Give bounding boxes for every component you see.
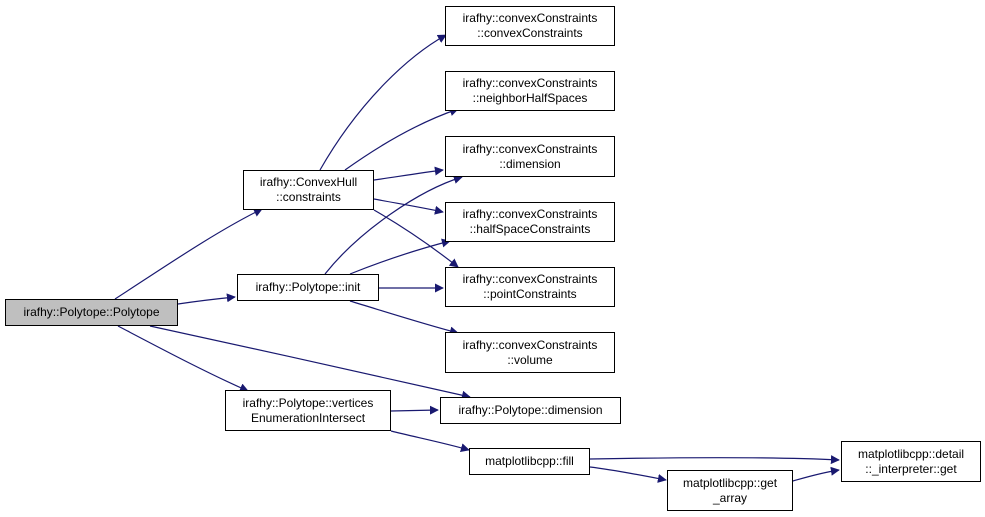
node-polytope-constructor: irafhy::Polytope::Polytope <box>5 299 178 326</box>
edge-get-array-to-interpreter <box>792 466 840 482</box>
node-label: irafhy::convexConstraints <box>462 76 598 90</box>
edge-hull-to-cvx-point <box>373 209 459 268</box>
node-convexconstraints-pointconstraints[interactable]: irafhy::convexConstraints ::pointConstra… <box>445 267 615 307</box>
node-label: ::pointConstraints <box>483 287 577 301</box>
node-label: ::convexConstraints <box>477 26 583 40</box>
node-label: _array <box>712 490 747 505</box>
edge-init-to-cvx-halfspace <box>349 238 451 275</box>
node-label: irafhy::Polytope::vertices <box>242 395 374 410</box>
node-label: ::_interpreter::get <box>865 461 957 476</box>
node-label: ::neighborHalfSpaces <box>472 91 588 105</box>
edge-fill-to-interpreter <box>589 455 840 465</box>
node-label: matplotlibcpp::get <box>682 475 778 490</box>
edge-root-to-poly-dimension <box>149 325 471 400</box>
node-polytope-dimension[interactable]: irafhy::Polytope::dimension <box>440 397 621 424</box>
edge-root-to-poly-init <box>177 293 236 305</box>
node-label: irafhy::convexConstraints <box>462 272 598 286</box>
node-label: ::halfSpaceConstraints <box>469 222 591 236</box>
edge-hull-to-cvx-ctor <box>319 34 447 171</box>
edge-vertices-to-poly-dimension <box>390 405 439 415</box>
node-matplotlibcpp-get-array[interactable]: matplotlibcpp::get _array <box>667 470 793 511</box>
node-polytope-verticesenumerationintersect[interactable]: irafhy::Polytope::vertices EnumerationIn… <box>225 390 391 431</box>
node-convexconstraints-neighborhalfspaces[interactable]: irafhy::convexConstraints ::neighborHalf… <box>445 71 615 111</box>
node-label: EnumerationIntersect <box>250 410 366 425</box>
node-matplotlibcpp-interpreter-get[interactable]: matplotlibcpp::detail ::_interpreter::ge… <box>841 441 981 482</box>
node-label: irafhy::convexConstraints <box>462 11 598 25</box>
node-label: ::constraints <box>276 190 341 204</box>
node-label: irafhy::convexConstraints <box>462 207 598 221</box>
node-convexconstraints-dimension[interactable]: irafhy::convexConstraints ::dimension <box>445 136 615 177</box>
node-label: irafhy::convexConstraints <box>462 141 598 156</box>
edge-fill-to-get-array <box>589 466 667 483</box>
node-label: irafhy::Polytope::dimension <box>458 403 603 417</box>
node-label: ::dimension <box>499 156 561 171</box>
edge-root-to-hull-constraints <box>114 208 263 300</box>
edge-hull-to-cvx-halfspace <box>373 198 444 215</box>
node-label: irafhy::ConvexHull <box>259 175 358 189</box>
node-convexhull-constraints[interactable]: irafhy::ConvexHull ::constraints <box>243 170 374 210</box>
node-polytope-init[interactable]: irafhy::Polytope::init <box>237 274 379 301</box>
node-label: irafhy::Polytope::Polytope <box>23 305 160 319</box>
node-convexconstraints-constructor[interactable]: irafhy::convexConstraints ::convexConstr… <box>445 6 615 46</box>
node-convexconstraints-volume[interactable]: irafhy::convexConstraints ::volume <box>445 332 615 373</box>
node-label: matplotlibcpp::fill <box>485 454 574 468</box>
edge-init-to-cvx-dimension <box>324 175 463 275</box>
node-label: irafhy::convexConstraints <box>462 337 598 352</box>
node-matplotlibcpp-fill[interactable]: matplotlibcpp::fill <box>469 448 590 475</box>
edge-hull-to-cvx-neighbor <box>344 107 459 171</box>
edge-hull-to-cvx-dimension <box>373 166 444 181</box>
node-label: ::volume <box>507 352 553 367</box>
node-label: matplotlibcpp::detail <box>857 446 965 461</box>
edge-vertices-to-mpl-fill <box>390 430 470 453</box>
node-label: irafhy::Polytope::init <box>255 280 361 294</box>
edge-init-to-cvx-volume <box>349 300 459 336</box>
edge-root-to-poly-vertices <box>117 325 249 392</box>
node-convexconstraints-halfspaceconstraints[interactable]: irafhy::convexConstraints ::halfSpaceCon… <box>445 202 615 242</box>
